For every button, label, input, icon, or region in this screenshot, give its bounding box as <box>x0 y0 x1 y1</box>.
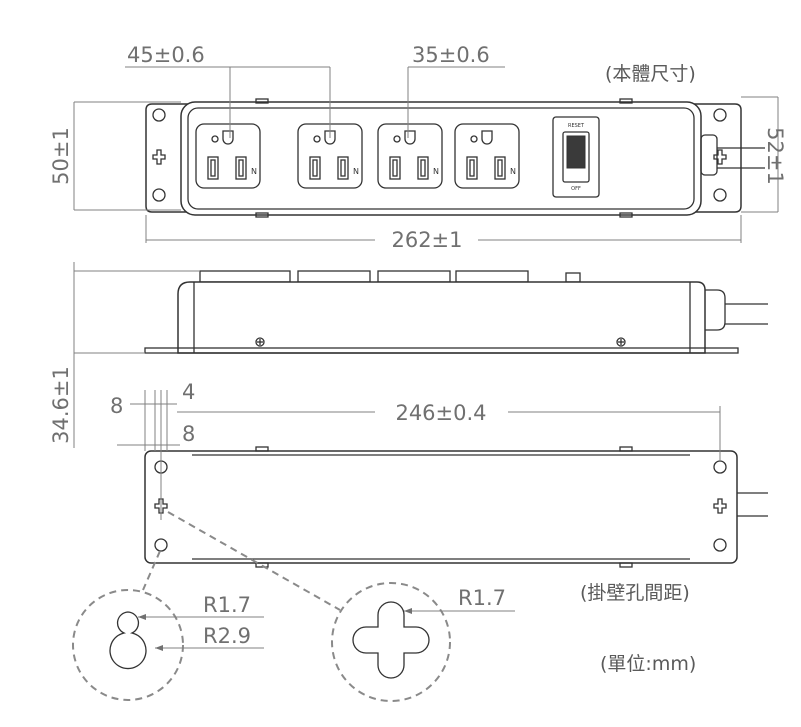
outlet-neutral-label: N <box>251 167 257 176</box>
outlet-bump <box>377 270 451 283</box>
tab <box>619 212 633 218</box>
top-view: N N N N RESET OFF 45±0.6 35±0.6 50±1 <box>49 43 787 252</box>
outlet-screw-icon <box>313 135 321 143</box>
tab <box>255 212 269 218</box>
screw-icon <box>255 337 265 347</box>
dim-body-height: 50±1 <box>49 101 181 211</box>
outlet-neutral-label: N <box>510 167 516 176</box>
outlet: N <box>195 123 261 189</box>
dim-text-r2-9: R2.9 <box>203 624 251 648</box>
dim-text-34-6: 34.6±1 <box>49 366 73 444</box>
side-view: 34.6±1 <box>49 262 768 448</box>
switch-reset-label: RESET <box>568 123 585 129</box>
reset-switch: RESET OFF <box>552 116 600 198</box>
outlet: N <box>377 123 443 189</box>
screw-icon <box>616 337 626 347</box>
strip-body-top <box>180 101 702 216</box>
dim-text-4: 4 <box>182 380 195 404</box>
cord-strain-relief <box>705 289 726 331</box>
dim-text-r1-7-a: R1.7 <box>203 593 251 617</box>
mounting-plate-side <box>144 347 739 354</box>
switch-off-label: OFF <box>571 186 581 192</box>
note-unit: (單位:mm) <box>600 653 696 675</box>
dim-outlet-pitch-b: 35±0.6 <box>407 43 505 138</box>
dim-text-8-b: 8 <box>182 422 195 446</box>
dim-body-thickness: 34.6±1 <box>49 262 200 448</box>
detail-cross-hole: R1.7 <box>167 511 515 702</box>
outlet-neutral-label: N <box>353 167 359 176</box>
dim-text-8-a: 8 <box>110 394 123 418</box>
dim-text-45: 45±0.6 <box>127 43 205 67</box>
switch-bump <box>565 272 581 283</box>
keyhole-top-right <box>713 108 727 202</box>
outlet-screw-icon <box>393 135 401 143</box>
detail-keyhole: R1.7 R2.9 <box>72 550 264 701</box>
mount-view: 8 4 8 246±0.4 (掛壁孔間距) <box>110 380 768 604</box>
power-cord-top <box>700 134 765 176</box>
note-body-size: (本體尺寸) <box>605 63 696 85</box>
dim-text-35: 35±0.6 <box>412 43 490 67</box>
keyhole-detail-icon <box>109 611 147 670</box>
dim-text-262: 262±1 <box>391 228 462 252</box>
dim-text-50: 50±1 <box>49 127 73 185</box>
dim-plate-height: 52±1 <box>741 96 787 213</box>
note-mount-spacing: (掛壁孔間距) <box>580 582 690 604</box>
outlet: N <box>454 123 520 189</box>
outlet-screw-icon <box>211 135 219 143</box>
outlet-neutral-label: N <box>433 167 439 176</box>
outlet-screw-icon <box>470 135 478 143</box>
tab <box>255 98 269 104</box>
dim-text-52: 52±1 <box>763 127 787 185</box>
outlet-bump <box>199 270 291 283</box>
dim-text-r1-7-b: R1.7 <box>458 586 506 610</box>
dim-total-length: 262±1 <box>145 215 742 252</box>
outlet-bump <box>455 270 529 283</box>
dim-hole-offsets: 8 4 8 <box>110 380 195 520</box>
dim-hole-spacing: 246±0.4 <box>177 401 721 462</box>
mounting-plate-back <box>144 450 738 564</box>
strip-face <box>187 107 695 210</box>
dim-outlet-pitch-a: 45±0.6 <box>125 43 331 138</box>
keyhole-top-left <box>152 108 166 202</box>
dim-text-246: 246±0.4 <box>395 401 486 425</box>
outlet-bump <box>297 270 371 283</box>
tab <box>619 98 633 104</box>
cross-hole-detail-icon <box>352 601 430 679</box>
